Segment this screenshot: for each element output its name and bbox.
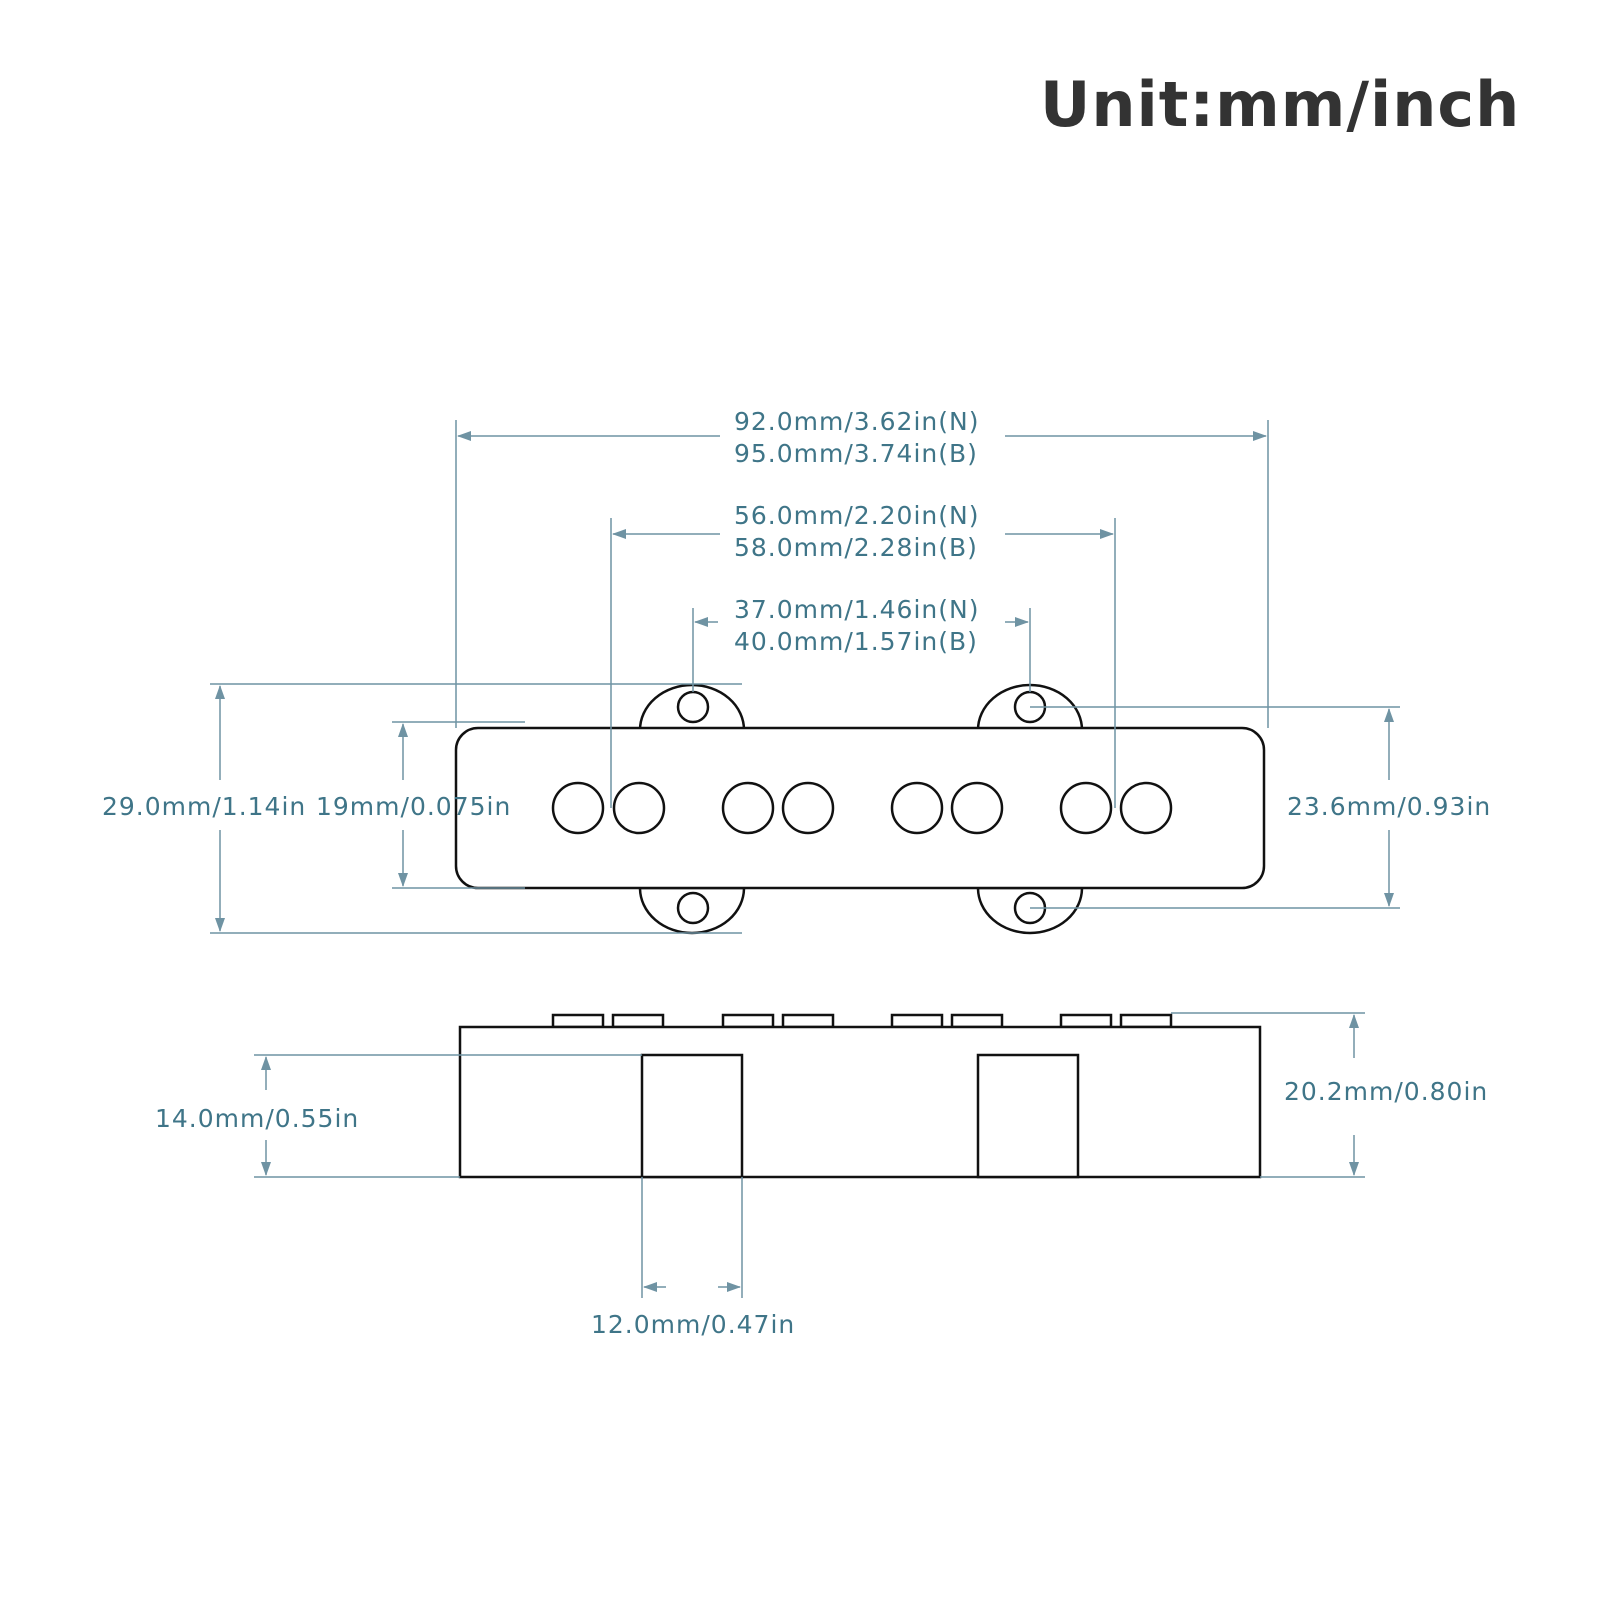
pole-top [890,1013,944,1029]
pole-piece [1119,781,1173,835]
dim-total-height-label: 20.2mm/0.80in [1284,1077,1488,1106]
side-view: 20.2mm/0.80in 14.0mm/0.55in 12.0mm/0.47i… [155,1012,1488,1339]
dim-mount-hole-spacing: 37.0mm/1.46in(N) 40.0mm/1.57in(B) [692,595,1031,692]
dim-outer-pole-spacing: 56.0mm/2.20in(N) 58.0mm/2.28in(B) [610,501,1116,808]
dim-base-height-label: 14.0mm/0.55in [155,1104,359,1133]
dim-mount-block-width-label: 12.0mm/0.47in [591,1310,795,1339]
pole-top [1119,1013,1173,1029]
dim-total-height: 20.2mm/0.80in [1171,1012,1488,1178]
pole-top [551,1013,605,1029]
dim-mount-hole-span: 23.6mm/0.93in [1030,706,1491,909]
side-body [458,1025,1262,1179]
pickup-body [454,726,1266,890]
dim-body-width-label: 19mm/0.075in [316,792,511,821]
mount-hole-bottom-left [676,891,710,925]
dim-outer-pole-spacing-b: 58.0mm/2.28in(B) [734,533,978,562]
top-view: 92.0mm/3.62in(N) 95.0mm/3.74in(B) 56.0mm… [102,407,1491,935]
pole-piece [950,781,1004,835]
dim-outer-pole-spacing-n: 56.0mm/2.20in(N) [734,501,979,530]
dim-overall-width-label: 29.0mm/1.14in [102,792,306,821]
unit-title: Unit:mm/inch [1040,68,1521,141]
pole-piece [890,781,944,835]
pole-piece [721,781,775,835]
pole-piece [1059,781,1113,835]
dim-body-width: 19mm/0.075in [316,721,525,889]
pole-top [1059,1013,1113,1029]
dim-overall-length-n: 92.0mm/3.62in(N) [734,407,979,436]
pole-piece [551,781,605,835]
dim-mount-hole-span-label: 23.6mm/0.93in [1287,792,1491,821]
dim-overall-length-b: 95.0mm/3.74in(B) [734,439,978,468]
mount-block-left [640,1053,744,1179]
pole-top [950,1013,1004,1029]
mount-hole-top-left [676,690,710,724]
pole-piece [612,781,666,835]
pole-top [781,1013,835,1029]
pole-top [611,1013,665,1029]
dim-base-height: 14.0mm/0.55in [155,1054,642,1178]
dim-mount-block-width: 12.0mm/0.47in [591,1177,795,1339]
dim-mount-hole-spacing-b: 40.0mm/1.57in(B) [734,627,978,656]
dim-overall-width: 29.0mm/1.14in [102,683,742,934]
pole-pieces [551,781,1173,835]
dim-overall-length: 92.0mm/3.62in(N) 95.0mm/3.74in(B) [455,407,1269,728]
pole-piece [781,781,835,835]
dim-mount-hole-spacing-n: 37.0mm/1.46in(N) [734,595,979,624]
pole-tops [551,1013,1173,1029]
pole-top [721,1013,775,1029]
mount-block-right [976,1053,1080,1179]
